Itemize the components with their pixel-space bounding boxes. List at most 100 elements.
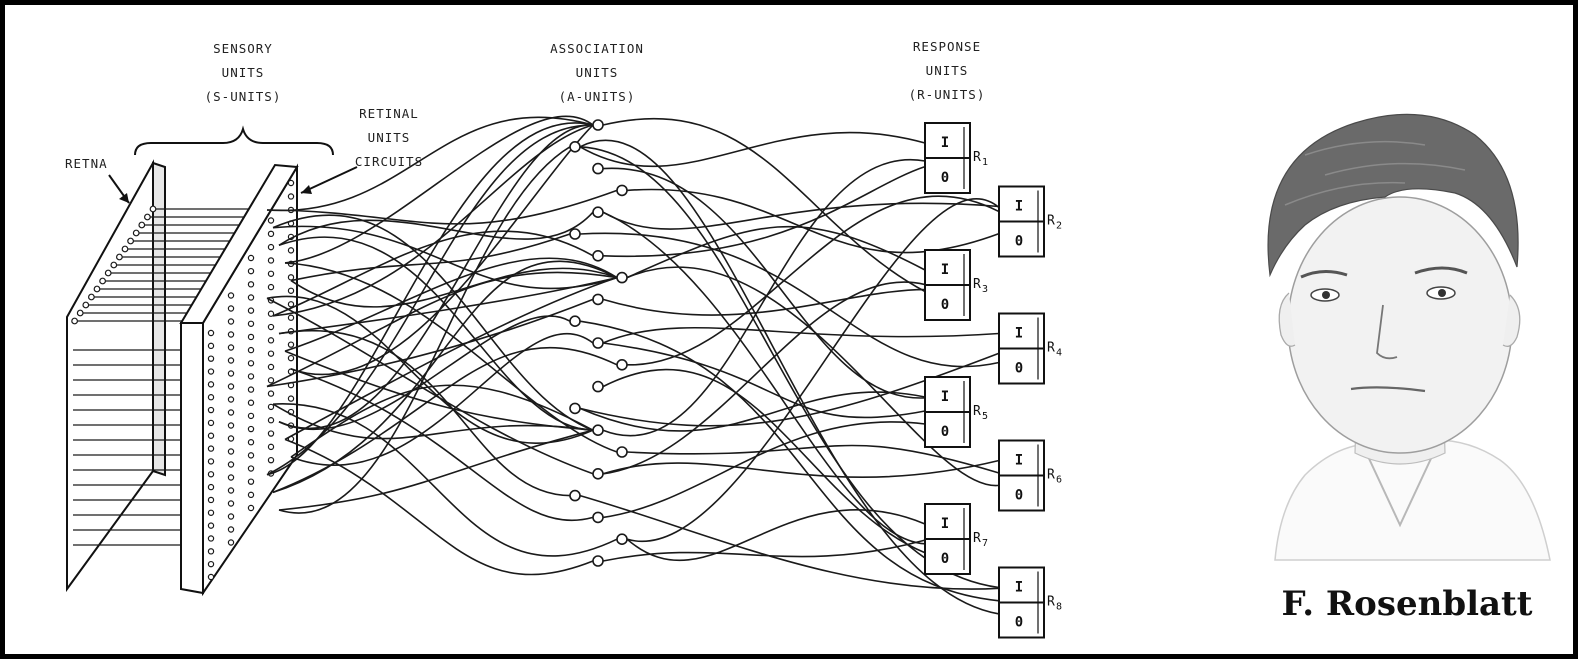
sensory-to-association-wire bbox=[272, 124, 594, 317]
portrait-hair bbox=[1267, 113, 1519, 278]
retina-panel-face bbox=[66, 159, 154, 593]
sensory-dot bbox=[207, 355, 215, 362]
sensory-dot bbox=[287, 274, 295, 281]
sensory-to-association-wire bbox=[266, 122, 594, 476]
response-unit-index: 4 bbox=[1056, 348, 1062, 359]
association-unit bbox=[616, 358, 628, 371]
sensory-dot bbox=[247, 439, 255, 446]
sensory-dot bbox=[227, 435, 235, 442]
sensory-dot bbox=[227, 539, 235, 546]
response-feedback-wire bbox=[626, 509, 926, 562]
association-to-response-wire bbox=[626, 195, 1000, 366]
retina-label: RETNA bbox=[65, 156, 108, 171]
association-unit bbox=[592, 119, 604, 131]
sensory-dot bbox=[267, 310, 275, 317]
sensory-to-association-wire bbox=[278, 124, 594, 430]
sensory-dot bbox=[227, 500, 235, 507]
sensory-dot bbox=[247, 267, 255, 275]
retina-dot bbox=[87, 293, 95, 301]
sensory-dot bbox=[207, 458, 215, 465]
response-unit-top-value: I bbox=[1015, 580, 1023, 596]
sensory-dot bbox=[247, 360, 255, 367]
sensory-to-association-wire bbox=[278, 236, 594, 431]
circuits-arrow bbox=[300, 166, 358, 194]
sensory-dot bbox=[207, 573, 215, 581]
response-unit-bottom-value: 0 bbox=[941, 424, 949, 440]
sensory-dot bbox=[227, 331, 235, 338]
sensory-dot bbox=[207, 445, 215, 452]
response-unit-bottom-value: 0 bbox=[1015, 488, 1023, 504]
sensory-label-line-3: (S-UNITS) bbox=[205, 89, 282, 104]
sensory-dot bbox=[227, 461, 235, 468]
association-unit bbox=[592, 511, 604, 524]
retina-dot bbox=[149, 205, 157, 213]
response-unit-label: R bbox=[973, 150, 981, 165]
association-units bbox=[569, 119, 628, 567]
sensory-dot bbox=[227, 474, 235, 481]
sensory-to-association-wire bbox=[266, 297, 594, 475]
association-to-response-wire bbox=[602, 342, 926, 419]
association-unit bbox=[569, 141, 581, 153]
association-unit bbox=[592, 467, 604, 480]
retina-dot bbox=[71, 317, 78, 325]
portrait-collar bbox=[1364, 449, 1436, 528]
portrait-illustration bbox=[1267, 113, 1551, 561]
portrait-right-ear bbox=[1502, 294, 1521, 348]
sensory-to-association-wire bbox=[278, 330, 571, 497]
sensory-dot bbox=[227, 513, 235, 520]
sensory-dot bbox=[287, 193, 295, 200]
sensory-dot bbox=[227, 318, 235, 325]
retina-dot bbox=[115, 253, 123, 261]
retina-arrow-head bbox=[119, 193, 129, 203]
sensory-dot bbox=[247, 504, 255, 512]
sensory-to-association-wire bbox=[284, 350, 594, 431]
sensory-dot bbox=[207, 522, 215, 529]
sensory-dot bbox=[287, 354, 295, 362]
sensory-to-association-wire bbox=[278, 211, 594, 246]
sensory-to-association-wire bbox=[278, 315, 571, 431]
portrait-right-brow bbox=[1414, 266, 1468, 275]
association-unit bbox=[592, 206, 604, 218]
sensory-dot bbox=[247, 333, 255, 341]
response-unit-label: R bbox=[973, 404, 981, 419]
response-unit-top-value: I bbox=[941, 135, 949, 151]
response-unit-bottom-value: 0 bbox=[941, 297, 949, 313]
sensory-dot bbox=[287, 314, 295, 321]
sensory-dot bbox=[227, 396, 235, 403]
response-units-label: RESPONSE UNITS (R-UNITS) bbox=[909, 39, 985, 102]
association-to-response-wire bbox=[579, 232, 1000, 368]
sensory-dot bbox=[267, 243, 275, 251]
sensory-dot bbox=[207, 342, 215, 350]
perceptron-diagram: SENSORY UNITS (S-UNITS) ASSOCIATION UNIT… bbox=[65, 39, 1551, 639]
sensory-to-association-wire bbox=[266, 116, 594, 212]
sensory-to-association-wire bbox=[266, 189, 618, 225]
retina-dot bbox=[132, 229, 140, 237]
response-unit-bottom-value: 0 bbox=[1015, 615, 1023, 631]
association-to-response-wire bbox=[602, 165, 926, 258]
sensory-dot bbox=[267, 270, 275, 277]
response-unit-index: 3 bbox=[982, 284, 988, 295]
response-feedback-wire bbox=[579, 131, 926, 168]
sensory-dot bbox=[267, 403, 275, 411]
sensory-to-association-wire bbox=[290, 124, 594, 376]
sensory-dot bbox=[247, 386, 255, 393]
sensory-panel-front-edge bbox=[180, 322, 204, 595]
response-unit-label: R bbox=[1047, 595, 1055, 610]
association-unit bbox=[592, 162, 604, 175]
response-unit-label: R bbox=[1047, 468, 1055, 483]
sensory-to-association-wire bbox=[290, 368, 594, 522]
sensory-dot bbox=[247, 294, 255, 301]
association-to-response-wire bbox=[602, 118, 926, 293]
sensory-panel-top-edge bbox=[179, 163, 299, 324]
association-label-line-1: ASSOCIATION bbox=[550, 41, 644, 56]
response-unit-index: 8 bbox=[1056, 602, 1062, 613]
sensory-to-association-wire bbox=[284, 257, 618, 352]
response-unit-index: 1 bbox=[982, 157, 988, 168]
sensory-dot bbox=[247, 346, 255, 354]
response-unit-top-value: I bbox=[941, 516, 949, 532]
sensory-dot bbox=[267, 430, 275, 437]
